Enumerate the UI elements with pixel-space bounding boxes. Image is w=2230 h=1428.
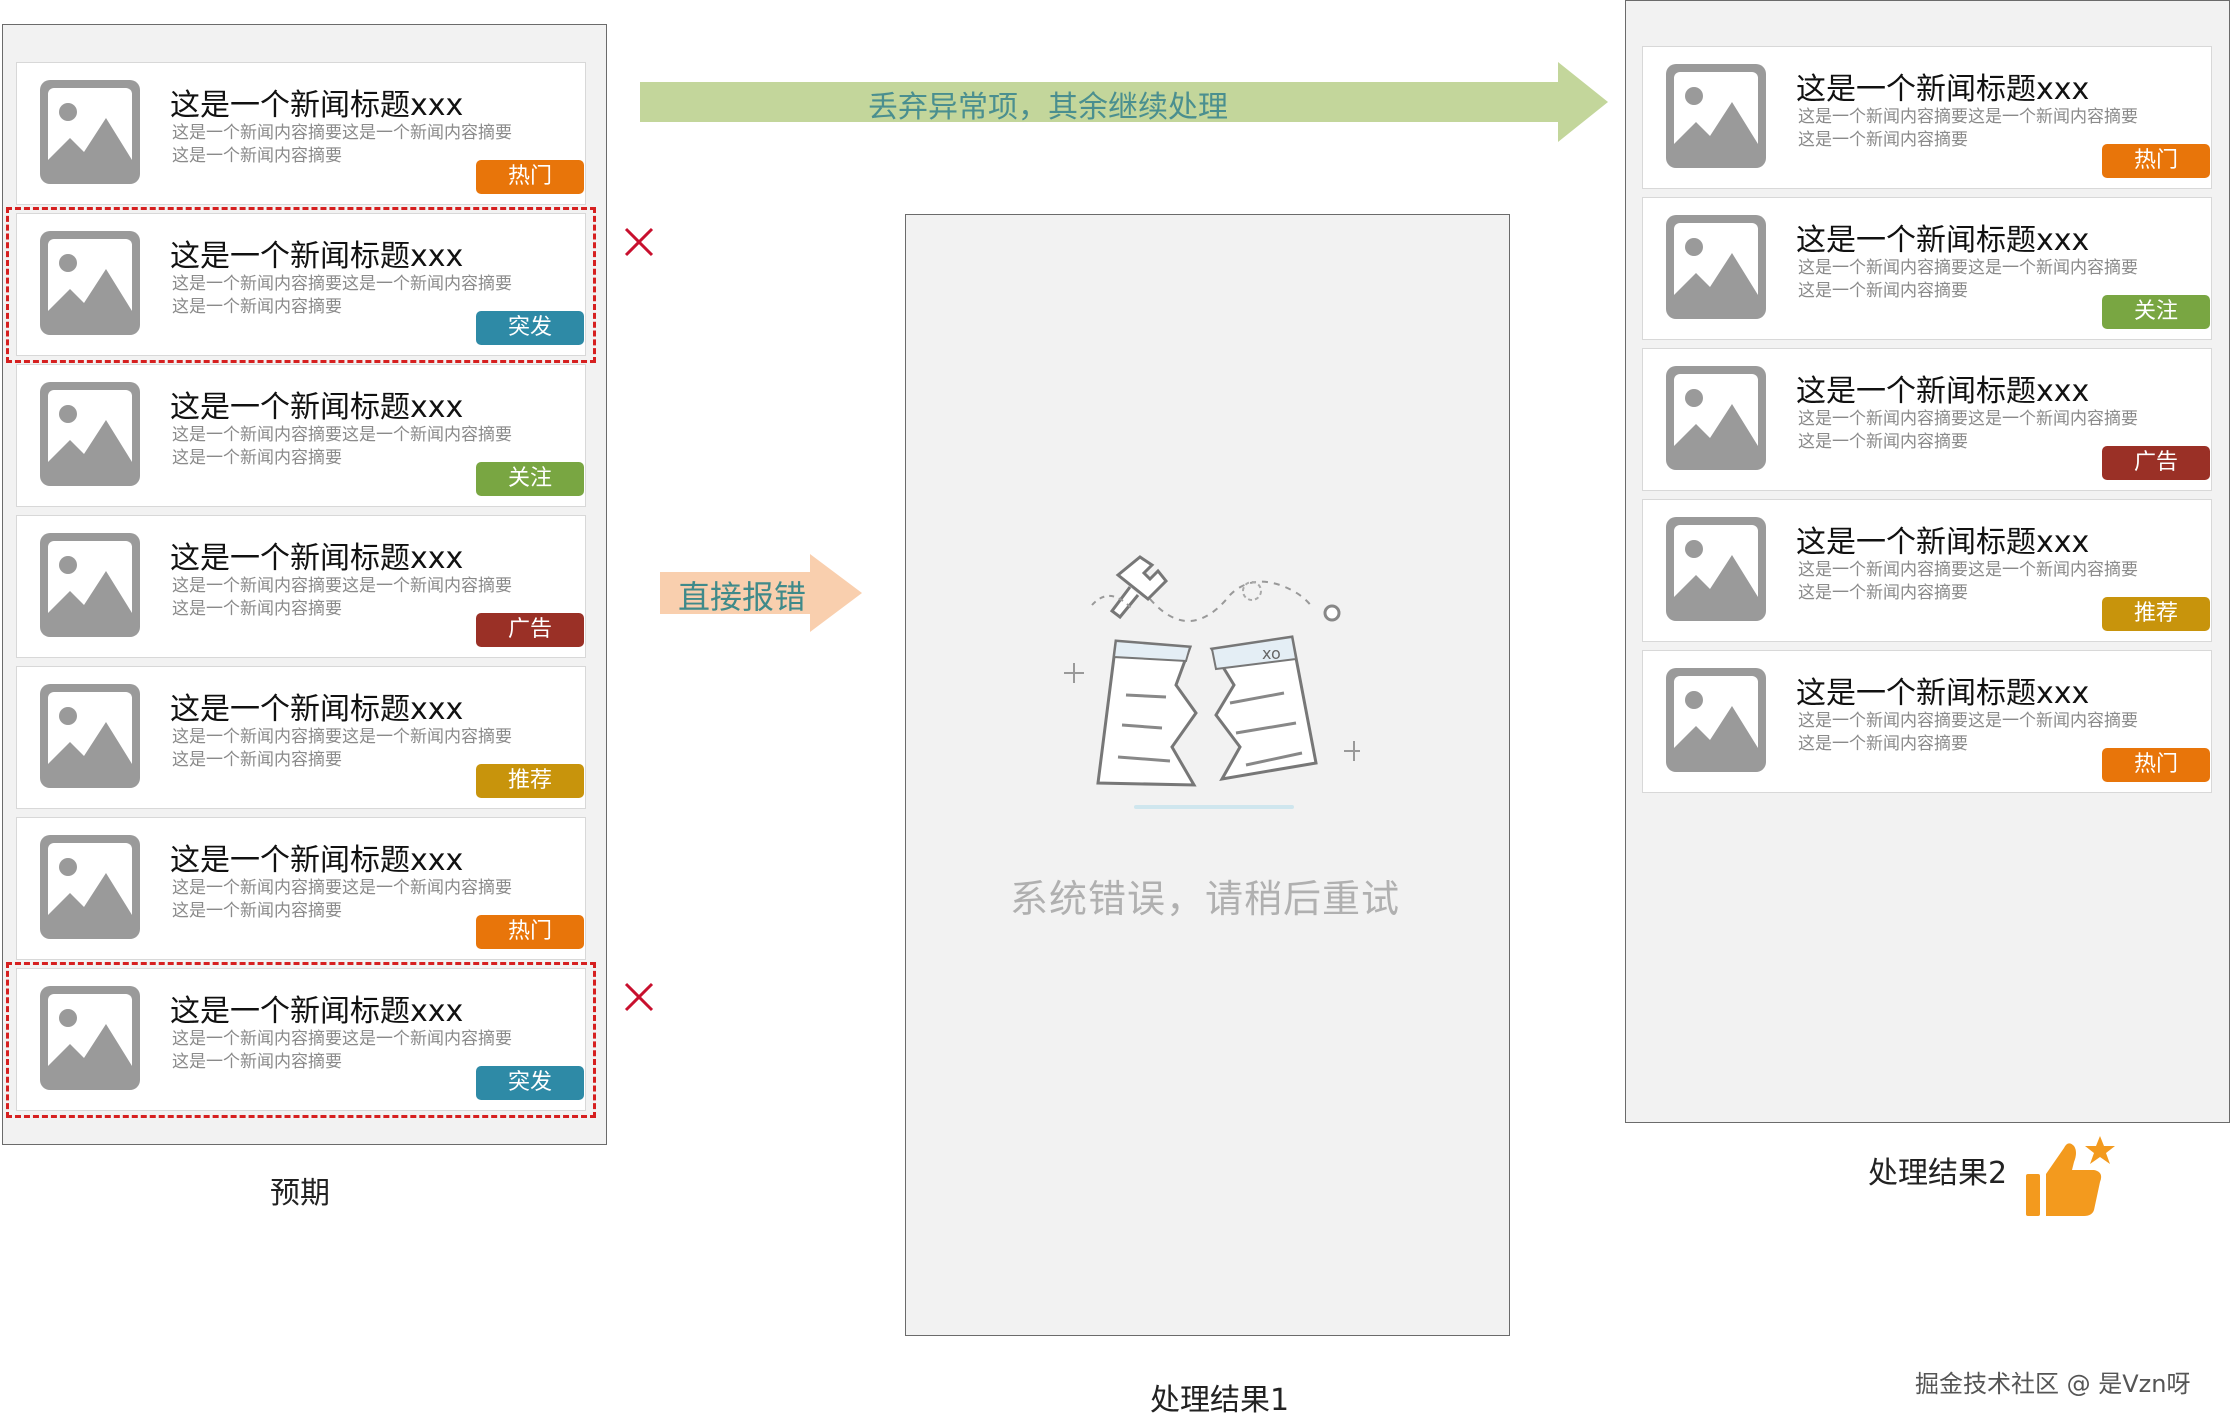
news-title: 这是一个新闻标题xxx (1796, 525, 2090, 560)
news-summary: 这是一个新闻内容摘要这是一个新闻内容摘要这是一个新闻内容摘要 (1798, 258, 2138, 301)
news-summary: 这是一个新闻内容摘要这是一个新闻内容摘要这是一个新闻内容摘要 (1798, 711, 2138, 754)
news-tag-badge: 推荐 (476, 764, 584, 798)
news-title: 这是一个新闻标题xxx (170, 994, 464, 1029)
discarded-item-outline (6, 962, 596, 1118)
image-placeholder-icon (40, 684, 140, 788)
image-placeholder-icon (40, 986, 140, 1090)
news-tag-badge: 热门 (476, 915, 584, 949)
news-title: 这是一个新闻标题xxx (1796, 374, 2090, 409)
news-summary: 这是一个新闻内容摘要这是一个新闻内容摘要这是一个新闻内容摘要 (172, 1029, 512, 1072)
news-summary: 这是一个新闻内容摘要这是一个新闻内容摘要这是一个新闻内容摘要 (172, 123, 512, 166)
image-placeholder-icon (40, 231, 140, 335)
image-placeholder-icon (1666, 366, 1766, 470)
news-summary: 这是一个新闻内容摘要这是一个新闻内容摘要这是一个新闻内容摘要 (1798, 107, 2138, 150)
news-tag-badge: 突发 (476, 1066, 584, 1100)
error-message: 系统错误，请稍后重试 (1010, 877, 1401, 921)
news-tag-badge: 关注 (476, 462, 584, 496)
discard-x-icon (624, 982, 654, 1012)
caption-result-2: 处理结果2 (1868, 1156, 2008, 1191)
panel-result-1 (905, 214, 1510, 1336)
news-summary: 这是一个新闻内容摘要这是一个新闻内容摘要这是一个新闻内容摘要 (172, 274, 512, 317)
middle-arrow (660, 554, 862, 632)
news-title: 这是一个新闻标题xxx (170, 239, 464, 274)
news-summary: 这是一个新闻内容摘要这是一个新闻内容摘要这是一个新闻内容摘要 (172, 576, 512, 619)
image-placeholder-icon (1666, 517, 1766, 621)
news-tag-badge: 突发 (476, 311, 584, 345)
discarded-item-outline (6, 207, 596, 363)
watermark: 掘金技术社区 @ 是Vzn呀 (1915, 1370, 2191, 1398)
news-tag-badge: 广告 (2102, 446, 2210, 480)
news-tag-badge: 关注 (2102, 295, 2210, 329)
news-title: 这是一个新闻标题xxx (1796, 223, 2090, 258)
discard-x-icon (624, 227, 654, 257)
news-tag-badge: 推荐 (2102, 597, 2210, 631)
thumbs-up-star-icon (2026, 1136, 2115, 1216)
news-summary: 这是一个新闻内容摘要这是一个新闻内容摘要这是一个新闻内容摘要 (1798, 560, 2138, 603)
news-summary: 这是一个新闻内容摘要这是一个新闻内容摘要这是一个新闻内容摘要 (1798, 409, 2138, 452)
image-placeholder-icon (40, 533, 140, 637)
news-title: 这是一个新闻标题xxx (170, 692, 464, 727)
news-title: 这是一个新闻标题xxx (170, 390, 464, 425)
image-placeholder-icon (40, 835, 140, 939)
news-tag-badge: 热门 (2102, 144, 2210, 178)
news-summary: 这是一个新闻内容摘要这是一个新闻内容摘要这是一个新闻内容摘要 (172, 878, 512, 921)
news-title: 这是一个新闻标题xxx (1796, 72, 2090, 107)
caption-result-1: 处理结果1 (1150, 1383, 1290, 1418)
middle-arrow-label: 直接报错 (678, 578, 807, 616)
image-placeholder-icon (40, 382, 140, 486)
news-title: 这是一个新闻标题xxx (170, 541, 464, 576)
top-arrow-label: 丢弃异常项，其余继续处理 (868, 90, 1228, 125)
svg-text:xo: xo (1262, 644, 1281, 663)
image-placeholder-icon (1666, 64, 1766, 168)
news-title: 这是一个新闻标题xxx (170, 843, 464, 878)
wrench-icon (1109, 555, 1169, 620)
image-placeholder-icon (40, 80, 140, 184)
top-arrow (640, 62, 1608, 142)
news-title: 这是一个新闻标题xxx (1796, 676, 2090, 711)
news-summary: 这是一个新闻内容摘要这是一个新闻内容摘要这是一个新闻内容摘要 (172, 425, 512, 468)
news-tag-badge: 广告 (476, 613, 584, 647)
news-summary: 这是一个新闻内容摘要这是一个新闻内容摘要这是一个新闻内容摘要 (172, 727, 512, 770)
news-tag-badge: 热门 (476, 160, 584, 194)
image-placeholder-icon (1666, 215, 1766, 319)
news-title: 这是一个新闻标题xxx (170, 88, 464, 123)
news-tag-badge: 热门 (2102, 748, 2210, 782)
broken-page-illustration: xo (1064, 555, 1360, 809)
image-placeholder-icon (1666, 668, 1766, 772)
caption-expected: 预期 (270, 1176, 330, 1211)
